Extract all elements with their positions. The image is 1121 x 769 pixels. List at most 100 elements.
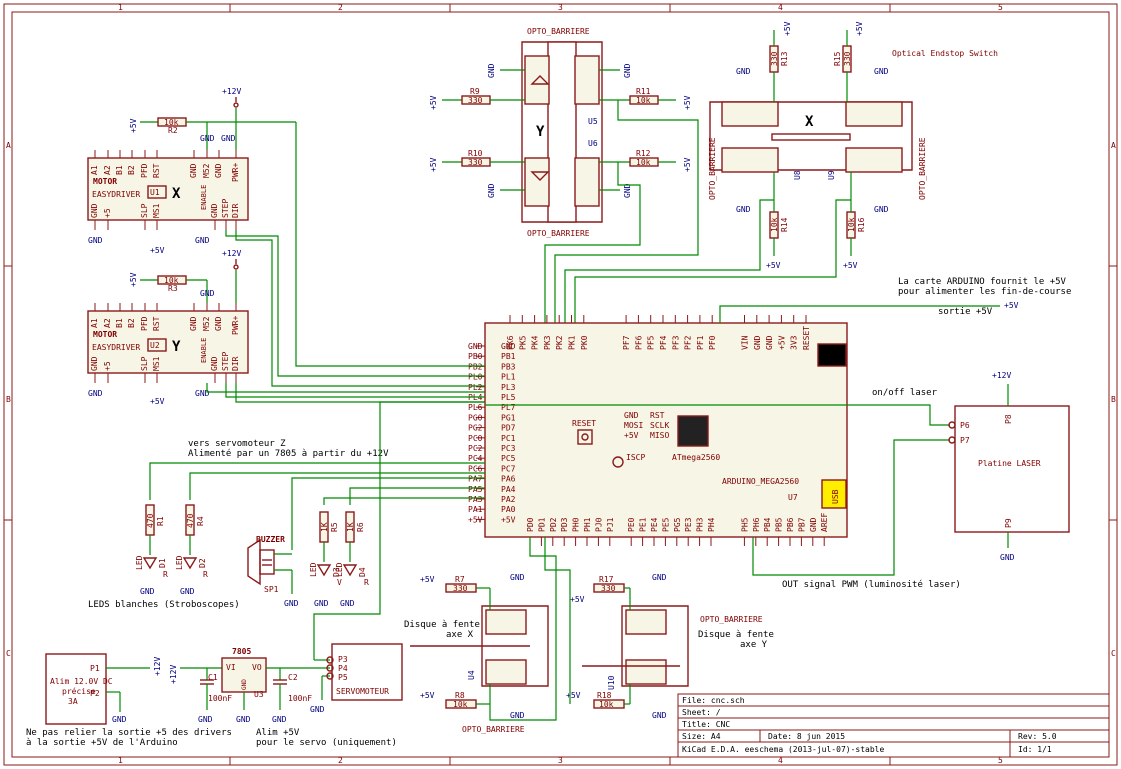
mega-name: ARDUINO_MEGA2560 bbox=[722, 477, 799, 486]
reg-name: 7805 bbox=[232, 647, 251, 656]
mega-bottom-pin-label: PH6 bbox=[752, 517, 761, 532]
reg-ref: U3 bbox=[254, 690, 264, 699]
v5-r13: +5V bbox=[783, 21, 792, 36]
col-2-bottom: 2 bbox=[338, 756, 343, 765]
opto-x-label-right: OPTO_BARRIERE bbox=[918, 137, 927, 200]
disqueY2: axe Y bbox=[740, 640, 768, 650]
tb-tool: KiCad E.D.A. eeschema (2013-jul-07)-stab… bbox=[682, 745, 884, 754]
servo-p3: P3 bbox=[338, 655, 348, 664]
d2-ref: D2 bbox=[198, 558, 207, 568]
gnd-buzzer: GND bbox=[284, 599, 299, 608]
d4-ref: D4 bbox=[358, 567, 367, 577]
u2-pin-pwr: PWR+ bbox=[231, 316, 240, 335]
u1-pin-dir: DIR bbox=[231, 203, 240, 218]
u2-motor: MOTOR bbox=[93, 330, 117, 339]
laser-p8: P8 bbox=[1004, 414, 1013, 424]
note-sortie5v: sortie +5V bbox=[938, 307, 993, 317]
supply-p1: P1 bbox=[90, 664, 100, 673]
mega-bottom-pin-label: AREF bbox=[820, 513, 829, 532]
r3-value: 10k bbox=[164, 276, 179, 285]
mega-top-pin-label: PF7 bbox=[622, 335, 631, 350]
gnd-u9-b: GND bbox=[874, 205, 889, 214]
mega-left-pin-label: PB1 bbox=[501, 352, 516, 361]
r8-value: 10k bbox=[453, 700, 468, 709]
note-alim-servo2: pour le servo (uniquement) bbox=[256, 738, 397, 748]
col-5-top: 5 bbox=[998, 3, 1003, 12]
d1-r: R bbox=[163, 570, 168, 579]
r5-value: 1K bbox=[320, 522, 329, 532]
gnd-u4-b: GND bbox=[510, 711, 525, 720]
mega-top-pin-label: PF1 bbox=[696, 335, 705, 350]
frame-ticks bbox=[4, 4, 1117, 765]
mega-top-pin-label: PF0 bbox=[708, 335, 717, 350]
note-arduino-5v2: pour alimenter les fin-de-course bbox=[898, 287, 1071, 297]
c1-ref: C1 bbox=[208, 673, 218, 682]
mega-left-pin-label-outer: PC4 bbox=[468, 454, 483, 463]
v12-top: +12V bbox=[222, 87, 241, 96]
mega-left-pin-label: PL3 bbox=[501, 383, 516, 392]
col-1-top: 1 bbox=[118, 3, 123, 12]
mega-bottom-pin-label: PB4 bbox=[763, 517, 772, 532]
gnd-supply: GND bbox=[112, 715, 127, 724]
r2-value: 10k bbox=[164, 118, 179, 127]
d1-ref: D1 bbox=[158, 558, 167, 568]
r14-value: 10k bbox=[770, 217, 779, 232]
gnd-u4-a: GND bbox=[510, 573, 525, 582]
note-onoff: on/off laser bbox=[872, 388, 938, 398]
laser-p9: P9 bbox=[1004, 518, 1013, 528]
mega-left-pin-label: +5V bbox=[501, 515, 516, 524]
mega-left-pin-label: PL7 bbox=[501, 403, 516, 412]
r10-value: 330 bbox=[468, 158, 483, 167]
endstop-title: Optical Endstop Switch bbox=[892, 49, 998, 58]
reg-vi: VI bbox=[226, 663, 236, 672]
u1-pin-gnd-b2: GND bbox=[210, 203, 219, 218]
mega-left-pin-label: GND bbox=[501, 342, 516, 351]
opto-y-gnd-2: GND bbox=[623, 63, 632, 78]
col-4-bottom: 4 bbox=[778, 756, 783, 765]
gnd-u2-d: GND bbox=[195, 389, 210, 398]
col-1-bottom: 1 bbox=[118, 756, 123, 765]
u1-enable: ENABLE bbox=[200, 185, 208, 210]
opto-y-gnd-4: GND bbox=[623, 183, 632, 198]
mega-left-pin-label-outer: PG2 bbox=[468, 424, 483, 433]
mega-top-pin-label: PK0 bbox=[580, 335, 589, 350]
v5-r2: +5V bbox=[129, 118, 138, 133]
outer-border bbox=[3, 3, 1118, 766]
gnd-u10-b: GND bbox=[652, 711, 667, 720]
u2-pin-b1: B1 bbox=[115, 318, 124, 328]
mega-left-pin-label: PC3 bbox=[501, 444, 516, 453]
u1-pin-gnd: GND bbox=[189, 163, 198, 178]
mega-icsp-gnd: GND bbox=[624, 411, 639, 420]
v5-r17: +5V bbox=[570, 595, 585, 604]
mega-left-pin-label-outer: PB0 bbox=[468, 352, 483, 361]
gnd-u2-a: GND bbox=[200, 289, 215, 298]
mega-bottom-pin-label: PH4 bbox=[707, 517, 716, 532]
supply-line2: précise bbox=[62, 686, 96, 696]
laser-p6: P6 bbox=[960, 421, 970, 430]
row-a-left: A bbox=[6, 141, 11, 150]
mega-bottom-pin-label: PD0 bbox=[526, 517, 535, 532]
r5-ref: R5 bbox=[330, 522, 339, 532]
mega-icsp-miso: MISO bbox=[650, 431, 669, 440]
u2-pin-step: STEP bbox=[221, 352, 230, 371]
u1-pin-rst: RST bbox=[152, 163, 161, 178]
gnd-u1-c: GND bbox=[88, 236, 103, 245]
gnd-reg: GND bbox=[236, 715, 251, 724]
col-3-bottom: 3 bbox=[558, 756, 563, 765]
note-alim-servo1: Alim +5V bbox=[256, 728, 300, 738]
u1-pin-pfd: PFD bbox=[140, 163, 149, 178]
reg-v12: +12V bbox=[169, 665, 178, 684]
u1-motor: MOTOR bbox=[93, 177, 117, 186]
u2-axis: Y bbox=[172, 339, 181, 355]
u2-pin-a1: A1 bbox=[90, 318, 99, 328]
v5-r3: +5V bbox=[129, 272, 138, 287]
r9-ref: R9 bbox=[470, 87, 480, 96]
mega-icsp-5v: +5V bbox=[624, 431, 639, 440]
r7-ref: R7 bbox=[455, 575, 465, 584]
col-4-top: 4 bbox=[778, 3, 783, 12]
v5-sortie: +5V bbox=[1004, 301, 1019, 310]
r16-value: 10k bbox=[847, 217, 856, 232]
mega-left-pin-label: PL1 bbox=[501, 373, 516, 382]
